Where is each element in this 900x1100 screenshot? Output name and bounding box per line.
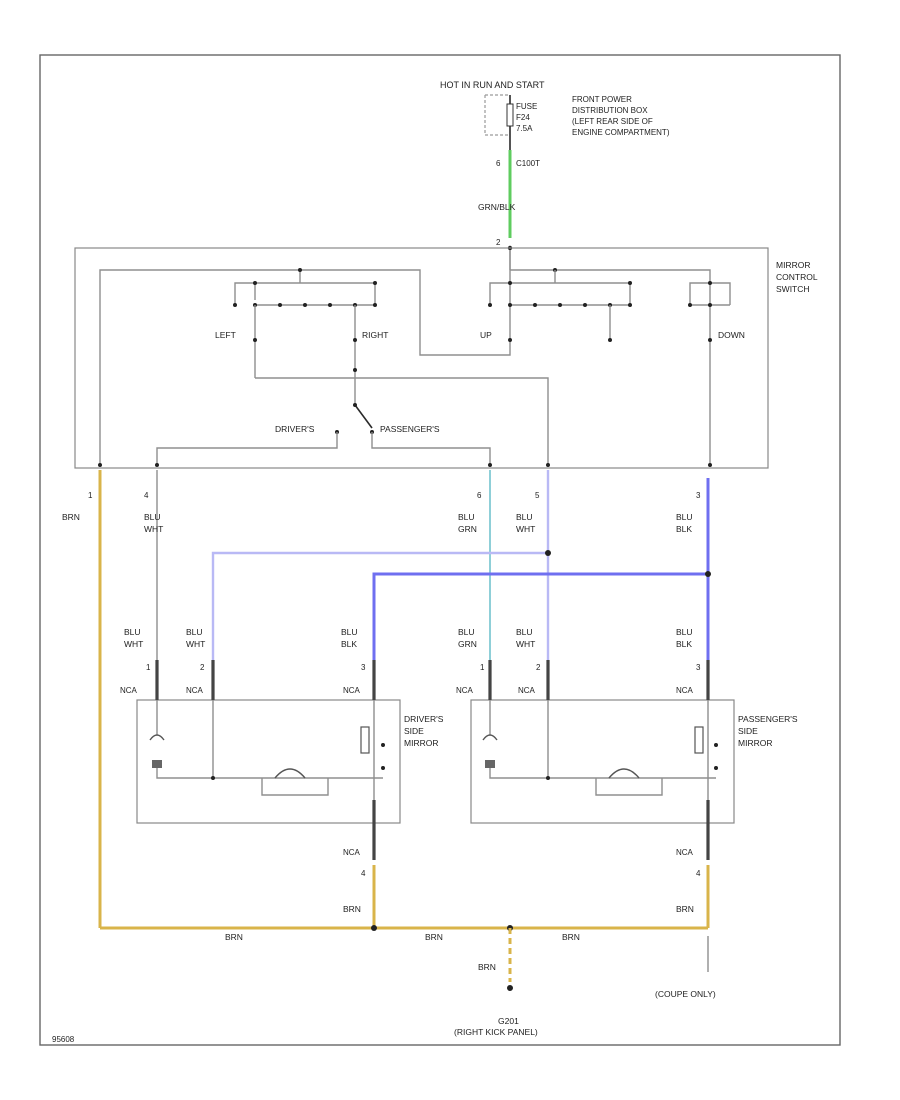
wire-label-blu-a: BLU xyxy=(144,512,161,522)
power-feed: HOT IN RUN AND START FUSE F24 7.5A FRONT… xyxy=(440,80,670,251)
diagram-frame xyxy=(39,54,841,1046)
harness-wires: BRN BLU WHT BLU GRN BLU WHT BLU BLK BLU … xyxy=(62,470,711,928)
pdb-line-2: DISTRIBUTION BOX xyxy=(572,106,648,115)
mirror-label-blk-3: BLK xyxy=(341,639,357,649)
drivers-conn-d: NCA xyxy=(343,848,361,857)
brn-label-driver: BRN xyxy=(343,904,361,914)
switch-out-pin-5: 5 xyxy=(535,491,540,500)
pass-pin-4: 4 xyxy=(696,869,701,878)
switch-title-3: SWITCH xyxy=(776,284,810,294)
drivers-side-mirror: DRIVER'S SIDE MIRROR 1 2 3 NCA NCA NCA N… xyxy=(120,660,444,878)
wire-label-wht-c: WHT xyxy=(516,524,535,534)
pass-mirror-title-2: SIDE xyxy=(738,726,758,736)
pass-conn-c: NCA xyxy=(676,686,694,695)
brn-label-bus-1: BRN xyxy=(225,932,243,942)
brn-label-left: BRN xyxy=(62,512,80,522)
ground-bus: BRN BRN BRN BRN BRN BRN G201 (RIGHT KICK… xyxy=(100,865,716,1037)
passengers-side-mirror: PASSENGER'S SIDE MIRROR 1 2 3 NCA NCA NC… xyxy=(456,660,798,878)
fuse-label: FUSE xyxy=(516,102,537,111)
pass-pin-2: 2 xyxy=(536,663,541,672)
ground-id: G201 xyxy=(498,1016,519,1026)
drivers-conn-c: NCA xyxy=(343,686,361,695)
switch-pin-2: 2 xyxy=(496,238,501,247)
drivers-conn-a: NCA xyxy=(120,686,138,695)
grn-blk-label: GRN/BLK xyxy=(478,202,516,212)
switch-output-pins: 1 4 6 5 3 xyxy=(88,463,712,500)
mirror-label-blk-6: BLK xyxy=(676,639,692,649)
drivers-pin-3: 3 xyxy=(361,663,366,672)
drivers-pin-4: 4 xyxy=(361,869,366,878)
fuse-id: F24 xyxy=(516,113,530,122)
wire-label-blk-d: BLK xyxy=(676,524,692,534)
pass-conn-b: NCA xyxy=(518,686,536,695)
switch-title-2: CONTROL xyxy=(776,272,818,282)
mirror-label-blu-4: BLU xyxy=(458,627,475,637)
pdb-line-1: FRONT POWER xyxy=(572,95,632,104)
switch-out-pin-1: 1 xyxy=(88,491,93,500)
fuse-amps: 7.5A xyxy=(516,124,533,133)
switch-out-pin-4: 4 xyxy=(144,491,149,500)
footer-code: 95608 xyxy=(52,1035,75,1044)
mirror-label-blu-6: BLU xyxy=(676,627,693,637)
drivers-mirror-title-2: SIDE xyxy=(404,726,424,736)
pass-mirror-title-3: MIRROR xyxy=(738,738,772,748)
pdb-line-3: (LEFT REAR SIDE OF xyxy=(572,117,653,126)
switch-out-pin-6: 6 xyxy=(477,491,482,500)
pass-mirror-title-1: PASSENGER'S xyxy=(738,714,798,724)
wire-label-blu-d: BLU xyxy=(676,512,693,522)
mirror-control-switch: MIRROR CONTROL SWITCH LEFT RIGHT UP xyxy=(74,247,818,469)
drivers-pin-1: 1 xyxy=(146,663,151,672)
wire-label-blu-b: BLU xyxy=(458,512,475,522)
ground-g201 xyxy=(507,985,513,991)
wire-label-wht-a: WHT xyxy=(144,524,163,534)
label-down: DOWN xyxy=(718,330,745,340)
brn-label-pass: BRN xyxy=(676,904,694,914)
mirror-label-blu-5: BLU xyxy=(516,627,533,637)
label-passengers: PASSENGER'S xyxy=(380,424,440,434)
power-connector: C100T xyxy=(516,159,540,168)
mirror-label-wht-5: WHT xyxy=(516,639,535,649)
mirror-label-wht-2: WHT xyxy=(186,639,205,649)
drivers-mirror-box xyxy=(136,699,401,824)
hot-label: HOT IN RUN AND START xyxy=(440,80,545,90)
label-left: LEFT xyxy=(215,330,236,340)
label-up: UP xyxy=(480,330,492,340)
mirror-label-blu-2: BLU xyxy=(186,627,203,637)
mirror-label-wht-1: WHT xyxy=(124,639,143,649)
wire-label-grn-b: GRN xyxy=(458,524,477,534)
ground-location: (RIGHT KICK PANEL) xyxy=(454,1027,538,1037)
pass-pin-1: 1 xyxy=(480,663,485,672)
drivers-mirror-title-1: DRIVER'S xyxy=(404,714,444,724)
coupe-only-note: (COUPE ONLY) xyxy=(655,989,716,999)
passengers-mirror-box xyxy=(470,699,735,824)
mirror-label-blu-1: BLU xyxy=(124,627,141,637)
label-drivers: DRIVER'S xyxy=(275,424,315,434)
mirror-label-blu-3: BLU xyxy=(341,627,358,637)
drivers-conn-b: NCA xyxy=(186,686,204,695)
switch-title-1: MIRROR xyxy=(776,260,810,270)
pass-conn-d: NCA xyxy=(676,848,694,857)
switch-box xyxy=(74,247,769,469)
brn-label-ground: BRN xyxy=(478,962,496,972)
pass-pin-3: 3 xyxy=(696,663,701,672)
drivers-pin-2: 2 xyxy=(200,663,205,672)
power-pin: 6 xyxy=(496,159,501,168)
brn-label-bus-3: BRN xyxy=(562,932,580,942)
drivers-mirror-title-3: MIRROR xyxy=(404,738,438,748)
brn-label-bus-2: BRN xyxy=(425,932,443,942)
pdb-line-4: ENGINE COMPARTMENT) xyxy=(572,128,670,137)
wire-label-blu-c: BLU xyxy=(516,512,533,522)
pass-conn-a: NCA xyxy=(456,686,474,695)
label-right: RIGHT xyxy=(362,330,388,340)
mirror-label-grn-4: GRN xyxy=(458,639,477,649)
selector-switch-blade xyxy=(354,404,373,429)
switch-out-pin-3: 3 xyxy=(696,491,701,500)
